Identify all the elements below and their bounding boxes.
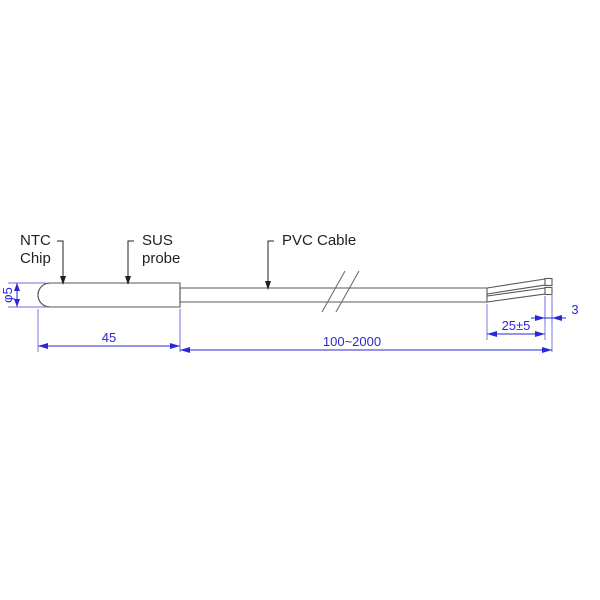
dimension-strip-length-value: 25±5 (502, 318, 531, 333)
dimension-cable-length: 100~2000 (179, 300, 553, 353)
sus-probe-body (37, 282, 181, 308)
dimension-cable-length-value: 100~2000 (323, 334, 381, 349)
dimension-tip-length-value: 3 (571, 302, 578, 317)
pvc-cable-leader (265, 240, 274, 290)
wire-upper (486, 278, 546, 295)
callout-sus-probe-line1: SUS (142, 232, 173, 249)
sus-probe-leader (125, 240, 134, 285)
callout-ntc-chip-line2: Chip (20, 250, 51, 267)
callout-ntc-chip-line1: NTC (20, 232, 51, 249)
callout-sus-probe-line2: probe (142, 250, 180, 267)
pvc-cable-outline (179, 287, 488, 303)
ntc-chip-leader (57, 240, 66, 285)
wire-lower-tip (544, 286, 553, 296)
callout-pvc-cable-line1: PVC Cable (282, 232, 356, 249)
dimension-probe-length-value: 45 (102, 330, 116, 345)
break-symbol (321, 270, 360, 313)
wire-lower (486, 287, 546, 303)
dimension-diameter: φ5 (0, 282, 46, 308)
dimension-diameter-value: φ5 (0, 287, 15, 303)
wire-upper-tip (544, 277, 553, 287)
ntc-chip-tip (37, 282, 51, 308)
dimension-probe-length: 45 (37, 309, 181, 352)
dimension-tip-length: 3 (531, 294, 579, 324)
dimension-strip-length: 25±5 (486, 296, 546, 340)
